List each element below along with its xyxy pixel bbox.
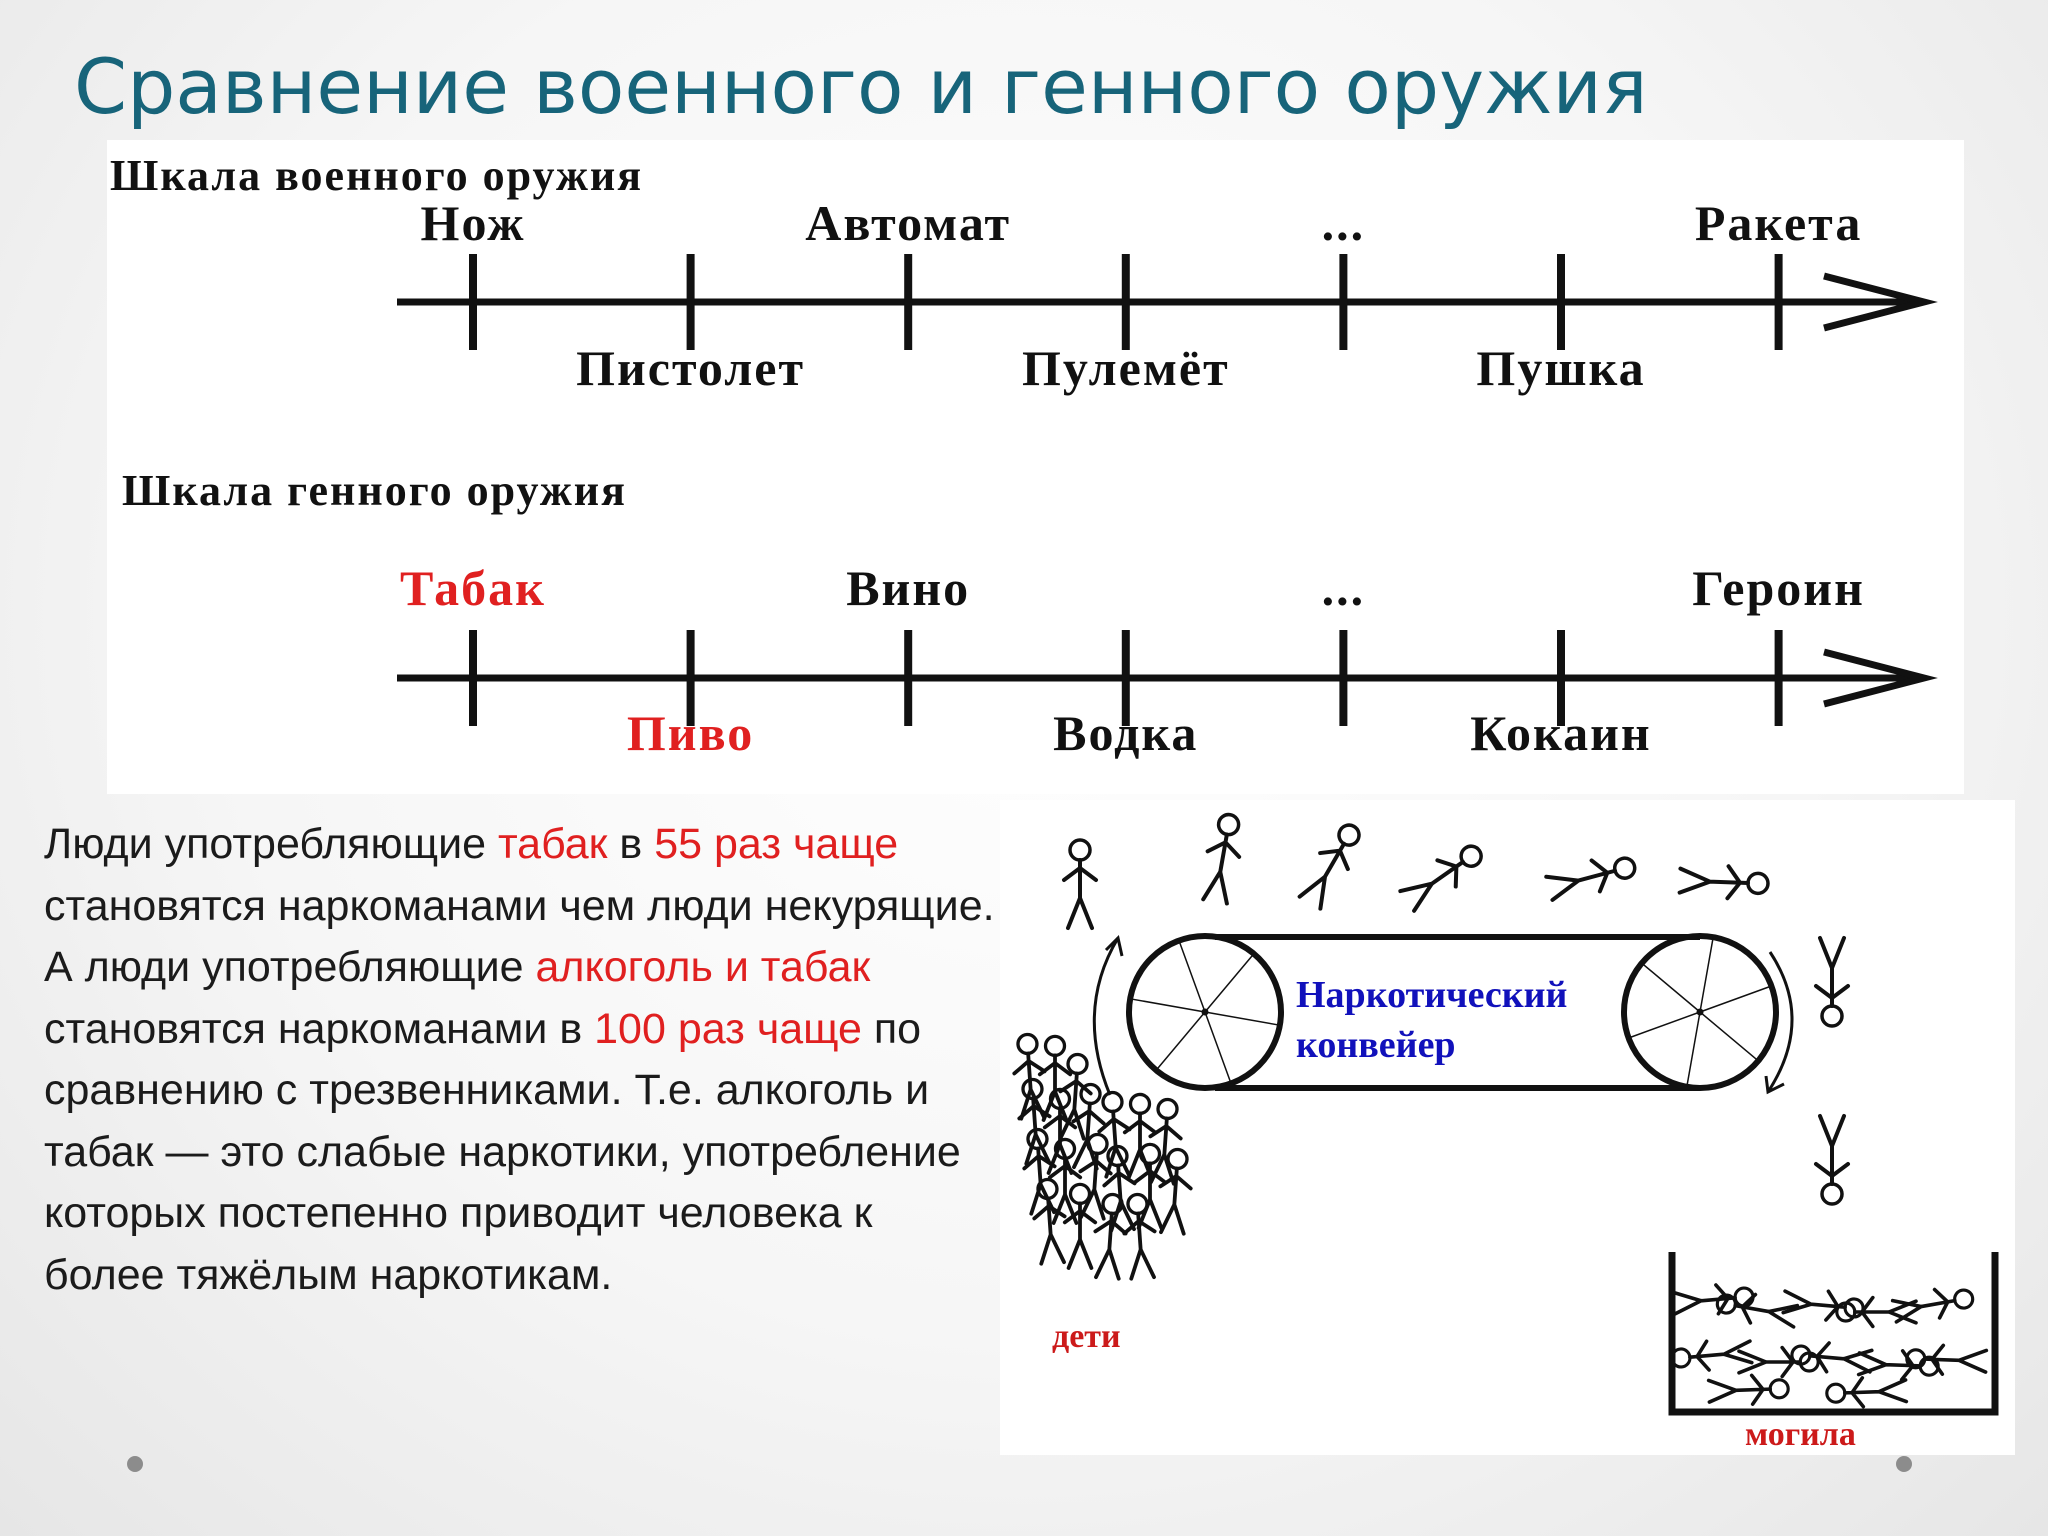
child-figure-16 (1062, 1182, 1098, 1270)
highlighted-phrase: 55 раз чаще (654, 820, 899, 868)
grave-body-0 (1671, 1283, 1755, 1316)
conveyor-wheel-left (1126, 933, 1284, 1091)
grave-label: могила (1745, 1416, 1856, 1453)
child-figure-1 (1037, 1034, 1073, 1122)
child-figure-9 (1022, 1127, 1057, 1216)
gene-scale-label-0: Табак (400, 560, 546, 616)
grave-body-5 (1670, 1339, 1754, 1372)
falling-person-0 (1814, 936, 1850, 1028)
gene-scale-label-2: Вино (846, 560, 970, 616)
conveyor-wheel-right (1621, 933, 1779, 1091)
child-figure-2 (1058, 1052, 1093, 1141)
children-label: дети (1052, 1318, 1121, 1355)
children-crowd (1012, 1032, 1193, 1281)
child-figure-13 (1132, 1142, 1168, 1230)
grave-body-1 (1715, 1292, 1800, 1329)
child-figure-11 (1078, 1132, 1113, 1221)
walking-people-row (1062, 812, 1770, 930)
text-run: становятся наркоманами чем люди некурящи… (44, 881, 995, 992)
highlighted-phrase: алкоголь и табак (535, 943, 871, 991)
child-figure-14 (1158, 1147, 1193, 1236)
child-figure-5 (1071, 1082, 1106, 1171)
child-figure-7 (1122, 1092, 1158, 1180)
highlighted-phrase: табак (497, 820, 608, 868)
drug-statistics-text: Люди употребляющие табак в 55 раз чаще с… (44, 814, 1004, 1306)
slide-dot-left (127, 1456, 143, 1472)
gene-scale-label-6: Героин (1692, 560, 1865, 616)
child-figure-15 (1032, 1177, 1067, 1266)
grave-body-11 (1825, 1376, 1909, 1409)
grave-body-9 (1905, 1343, 1989, 1376)
child-figure-6 (1097, 1090, 1132, 1179)
military-scale-label-2: Автомат (805, 195, 1011, 251)
gene-scale-label-4: ... (1322, 560, 1366, 616)
grave-body-4 (1890, 1287, 1975, 1324)
text-run: по сравнению с трезвенниками. Т.е. алког… (44, 1004, 961, 1299)
slide-dot-right (1896, 1456, 1912, 1472)
child-figure-4 (1042, 1087, 1078, 1175)
military-scale-label-4: ... (1322, 195, 1366, 251)
child-figure-0 (1012, 1032, 1047, 1121)
text-run: становятся наркоманами в (44, 1004, 595, 1053)
text-run: Люди употребляющие (44, 820, 498, 868)
gene-scale-heading: Шкала генного оружия (122, 466, 627, 515)
conveyor-label-line1: Наркотический (1296, 974, 1567, 1016)
walking-person-0 (1062, 838, 1098, 930)
text-run: в (607, 820, 655, 868)
child-figure-17 (1093, 1192, 1128, 1281)
military-scale-label-0: Нож (421, 195, 526, 251)
grave-body-10 (1706, 1373, 1790, 1406)
child-figure-10 (1047, 1137, 1083, 1225)
military-scale-label-1: Пистолет (576, 340, 805, 396)
walking-person-3 (1398, 844, 1483, 913)
grave-pit (1668, 1252, 1999, 1416)
slide-title: Сравнение военного и генного оружия (74, 42, 1648, 131)
drug-conveyor-illustration: Наркотический конвейер дети могила (1000, 800, 2015, 1455)
conveyor-belt (1215, 934, 1700, 1091)
gene-scale-label-5: Кокаин (1470, 705, 1651, 761)
gene-scale-label-3: Водка (1053, 705, 1198, 761)
falling-person-1 (1814, 1114, 1850, 1206)
flow-arrows (1092, 935, 1794, 1096)
military-scale-label-6: Ракета (1695, 195, 1862, 251)
gene-scale-label-1: Пиво (627, 705, 754, 761)
military-scale-label-5: Пушка (1476, 340, 1645, 396)
walking-person-1 (1201, 812, 1242, 906)
child-figure-18 (1122, 1192, 1157, 1281)
child-figure-12 (1102, 1144, 1137, 1233)
walking-person-4 (1544, 856, 1637, 902)
child-figure-8 (1148, 1097, 1183, 1186)
military-scale-heading: Шкала военного оружия (110, 151, 643, 200)
grave-body-7 (1790, 1341, 1874, 1374)
walking-person-2 (1297, 823, 1361, 911)
grave-body-8 (1856, 1349, 1940, 1382)
falling-people (1814, 936, 1850, 1206)
conveyor-label-line2: конвейер (1296, 1024, 1456, 1066)
military-scale-label-3: Пулемёт (1022, 340, 1230, 396)
grave-body-3 (1835, 1295, 1918, 1329)
child-figure-3 (1017, 1077, 1052, 1166)
highlighted-phrase: 100 раз чаще (594, 1004, 862, 1053)
walking-person-5 (1677, 864, 1770, 901)
